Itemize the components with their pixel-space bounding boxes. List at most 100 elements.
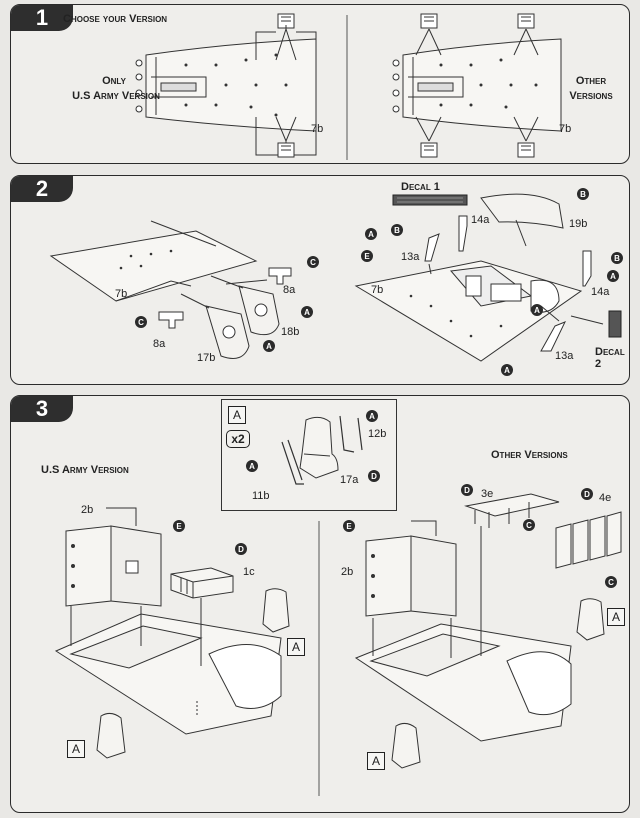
seat-inset-illustration xyxy=(281,415,363,485)
part-2b-right-label: 2b xyxy=(341,566,354,578)
hull-floor-left xyxy=(135,38,317,132)
seat-left-upper xyxy=(262,588,290,633)
bulkhead-2b-right xyxy=(365,520,457,617)
only-label: Only xyxy=(102,75,126,87)
callout-circle: D xyxy=(368,470,380,482)
part-7b-right-label: 7b xyxy=(371,284,384,296)
seat-left-lower xyxy=(96,712,126,759)
us-army-version-label: U.S Army Version xyxy=(41,464,129,476)
floor-left xyxy=(54,613,282,735)
callout-circle: E xyxy=(361,250,373,262)
part-18b-label: 18b xyxy=(281,326,300,338)
part-12b-label: 12b xyxy=(368,428,387,440)
callout-circle: B xyxy=(577,188,589,200)
part-7b-right-label: 7b xyxy=(559,123,572,135)
seat-box-label: A xyxy=(367,752,385,770)
part-8a-upper-label: 8a xyxy=(283,284,296,296)
step-2-panel: 2 xyxy=(10,175,630,385)
part-13a-bottom xyxy=(540,321,567,352)
bracket-bottom-left xyxy=(255,116,317,158)
seat-box-label: A xyxy=(607,608,625,626)
seat-right-lower xyxy=(391,722,421,769)
decal-1-strip xyxy=(392,194,468,206)
part-13a-top xyxy=(424,233,440,262)
callout-circle: C xyxy=(605,576,617,588)
part-14a-top-label: 14a xyxy=(471,214,490,226)
decal-1-label: Decal 1 xyxy=(401,181,440,193)
part-2b-left-label: 2b xyxy=(81,504,94,516)
hull-side-left xyxy=(49,220,258,302)
part-1c-label: 1c xyxy=(243,566,255,578)
callout-circle: C xyxy=(135,316,147,328)
part-17b-label: 17b xyxy=(197,352,216,364)
part-7b-left-label: 7b xyxy=(311,123,324,135)
decal-2-label: Decal 2 xyxy=(595,346,625,370)
part-14a-right-label: 14a xyxy=(591,286,610,298)
versions-label: Versions xyxy=(569,90,613,102)
part-13a-top-label: 13a xyxy=(401,251,420,263)
step-1-heading: Choose your Version xyxy=(63,13,168,25)
callout-circle: A xyxy=(246,460,258,472)
part-13a-bottom-label: 13a xyxy=(555,350,574,362)
step-3-illustration xyxy=(54,493,622,796)
step-2-illustration xyxy=(49,193,622,362)
other-versions-label: Other Versions xyxy=(491,449,568,461)
bracket-bottom-right-b xyxy=(513,116,539,158)
callout-circle: A xyxy=(301,306,313,318)
bulkhead-2b-left xyxy=(65,507,162,607)
callout-circle: C xyxy=(523,519,535,531)
callout-circle: A xyxy=(263,340,275,352)
part-8a-lower xyxy=(158,311,184,329)
seat-row-4e xyxy=(555,511,622,569)
seat-box-label: A xyxy=(287,638,305,656)
part-17b xyxy=(205,305,250,359)
step-number-badge: 1 xyxy=(11,5,73,31)
decal-2-square xyxy=(608,310,622,338)
bracket-bottom-right-a xyxy=(415,116,442,158)
multiplier-badge: x2 xyxy=(226,430,250,448)
step-1-panel: 1 Choose your Version xyxy=(10,4,630,164)
seat-right-upper xyxy=(576,598,605,641)
part-4e-label: 4e xyxy=(599,492,612,504)
callout-circle: D xyxy=(461,484,473,496)
other-label: Other xyxy=(575,75,607,87)
part-14a-top xyxy=(458,215,468,252)
bracket-top-right-a xyxy=(415,13,442,56)
callout-circle: B xyxy=(611,252,623,264)
step-1-illustration xyxy=(135,13,562,160)
callout-circle: E xyxy=(173,520,185,532)
part-8a-upper xyxy=(268,267,292,285)
part-19b xyxy=(480,193,564,247)
bracket-top-right-b xyxy=(513,13,539,56)
callout-circle: D xyxy=(581,488,593,500)
step-3-panel: 3 U.S Army Version Other Versions A x2 1… xyxy=(10,395,630,813)
seat-inset-box: A x2 12b 17a 11b A A D xyxy=(221,399,397,511)
seat-17a xyxy=(299,416,339,479)
frame-12b xyxy=(339,415,363,453)
callout-circle: A xyxy=(501,364,513,376)
bracket-top-left xyxy=(255,13,317,61)
part-14a-right xyxy=(582,250,592,287)
plate-3e xyxy=(464,493,560,528)
callout-circle: A xyxy=(365,228,377,240)
callout-circle: D xyxy=(235,543,247,555)
seat-box-label: A xyxy=(67,740,85,758)
callout-circle: B xyxy=(391,224,403,236)
part-3e-label: 3e xyxy=(481,488,494,500)
callout-circle: E xyxy=(343,520,355,532)
step-number-badge: 3 xyxy=(11,396,73,422)
frame-11b xyxy=(281,439,304,485)
box-1c xyxy=(170,567,234,599)
floor-right xyxy=(354,623,572,742)
seat-box-label: A xyxy=(228,406,246,424)
callout-circle: A xyxy=(366,410,378,422)
part-19b-label: 19b xyxy=(569,218,588,230)
part-18b xyxy=(238,285,280,336)
callout-circle: A xyxy=(607,270,619,282)
part-8a-lower-label: 8a xyxy=(153,338,166,350)
callout-circle: A xyxy=(531,304,543,316)
part-11b-label: 11b xyxy=(252,490,270,502)
part-17a-label: 17a xyxy=(340,474,359,486)
us-army-version-label: U.S Army Version xyxy=(72,90,160,102)
callout-circle: C xyxy=(307,256,319,268)
